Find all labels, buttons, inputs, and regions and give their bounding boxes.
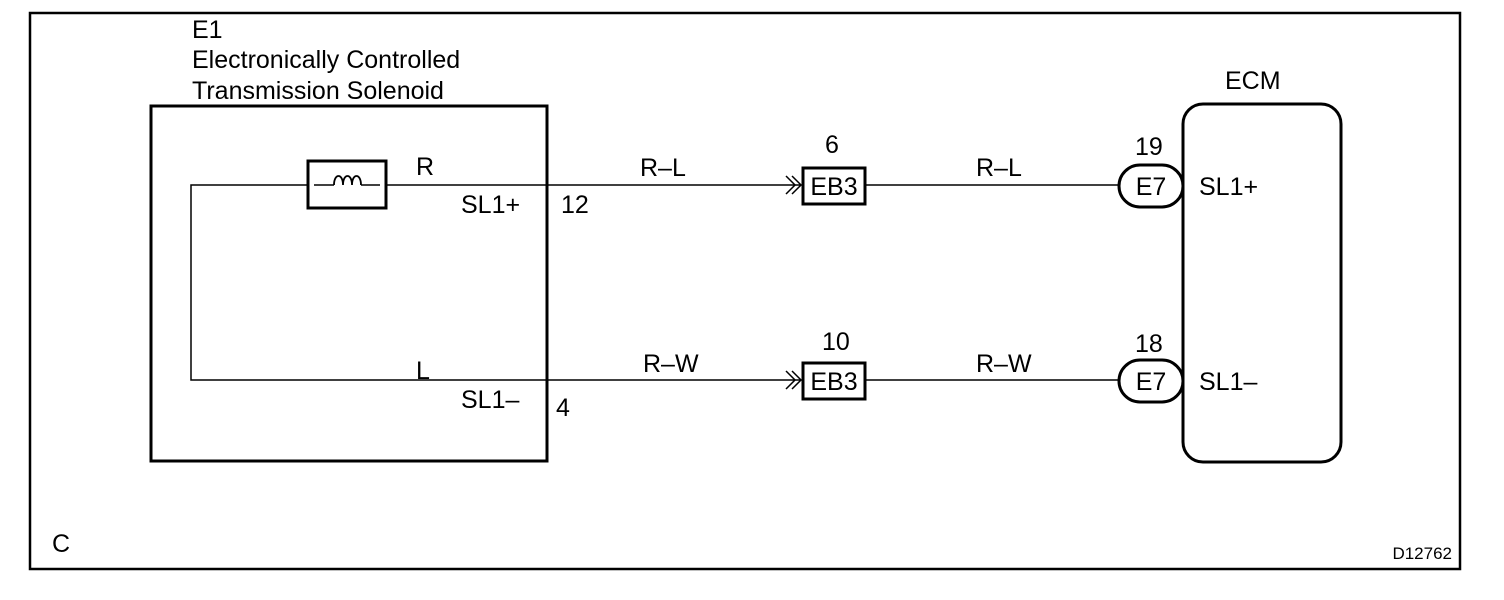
- ecm-connector-top: [1117, 163, 1185, 209]
- solenoid-wire-color-top: R: [416, 153, 434, 181]
- figure-id: D12762: [1392, 544, 1452, 563]
- ecm-terminal-bottom: SL1–: [1199, 368, 1257, 396]
- component-name-line1: Electronically Controlled: [192, 46, 460, 74]
- junction-pin-top: 6: [825, 131, 839, 159]
- wire-color-bottom-right: R–W: [976, 350, 1032, 378]
- wire-color-top-right: R–L: [976, 154, 1022, 182]
- ecm-box: [1181, 102, 1343, 464]
- ecm-pin-bottom: 18: [1135, 330, 1163, 358]
- wire-color-bottom-left: R–W: [643, 350, 699, 378]
- junction-connector-top: [801, 166, 867, 206]
- terminal-pin-top: 12: [561, 191, 589, 219]
- ecm-terminal-top: SL1+: [1199, 173, 1258, 201]
- terminal-pin-bottom: 4: [556, 394, 570, 422]
- ecm-connector-bottom-label: E7: [1136, 368, 1167, 396]
- junction-connector-bottom: [801, 361, 867, 401]
- ecm-connector-bottom: [1117, 358, 1185, 404]
- terminal-name-top: SL1+: [461, 191, 520, 219]
- wire-color-top-left: R–L: [640, 154, 686, 182]
- connector-arrow-icon: [785, 175, 803, 195]
- junction-connector-bottom-label: EB3: [810, 368, 857, 396]
- corner-label: C: [52, 530, 70, 558]
- junction-connector-top-label: EB3: [810, 173, 857, 201]
- ecm-label: ECM: [1225, 67, 1281, 95]
- coil-icon: [314, 175, 380, 186]
- ecm-connector-top-label: E7: [1136, 173, 1167, 201]
- terminal-name-bottom: SL1–: [461, 386, 519, 414]
- solenoid-wire-color-bottom: L: [416, 357, 430, 385]
- diagram-frame: [28, 11, 1462, 571]
- solenoid-box: [149, 104, 549, 463]
- internal-loop-wire: [190, 184, 547, 381]
- component-name-line2: Transmission Solenoid: [192, 77, 444, 105]
- junction-pin-bottom: 10: [822, 328, 850, 356]
- connector-arrow-icon: [785, 370, 803, 390]
- component-code: E1: [192, 16, 223, 44]
- ecm-pin-top: 19: [1135, 133, 1163, 161]
